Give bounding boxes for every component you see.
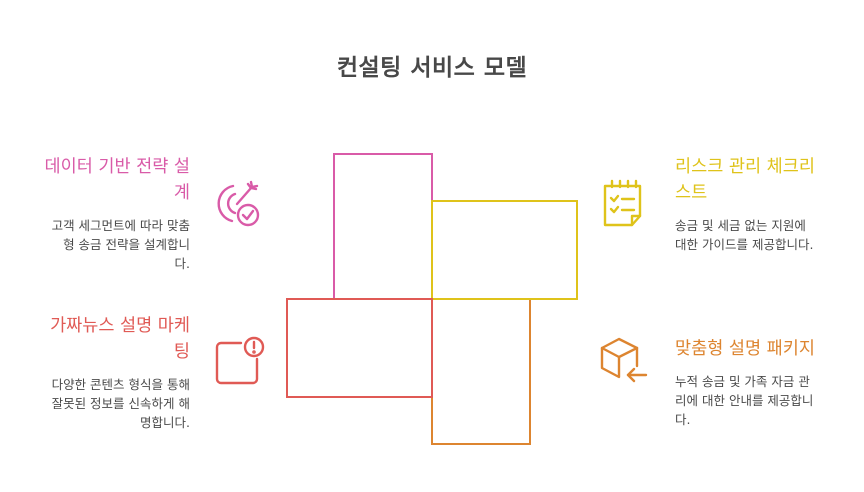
desc-line: 잘못된 정보를 신속하게 해 [51, 396, 190, 411]
item-description: 다양한 콘텐츠 형식을 통해 잘못된 정보를 신속하게 해 명합니다. [10, 375, 190, 432]
desc-line: 송금 및 세금 없는 지원에 [675, 218, 806, 233]
checklist-notepad-icon [598, 178, 650, 230]
diagram-title: 컨설팅 서비스 모델 [336, 55, 528, 81]
target-check-icon [213, 178, 265, 230]
rect-pink-top [333, 153, 433, 300]
desc-line: 누적 송금 및 가족 자금 관 [675, 374, 810, 389]
heading-line: 리스크 관리 체크리 [675, 157, 815, 177]
item-heading: 리스크 관리 체크리 스트 [675, 154, 855, 206]
desc-line: 다양한 콘텐츠 형식을 통해 [51, 377, 190, 392]
desc-line: 대한 가이드를 제공합니다. [675, 237, 814, 252]
rect-orange-bottom [431, 298, 531, 445]
item-heading: 데이터 기반 전략 설 계 [10, 154, 191, 206]
desc-line: 리에 대한 안내를 제공합니 [675, 393, 814, 408]
item-description: 고객 세그먼트에 따라 맞춤 형 송금 전략을 설계합니 다. [10, 216, 190, 273]
item-heading: 가짜뉴스 설명 마케 팅 [10, 313, 190, 365]
rect-yellow-right [431, 200, 578, 300]
desc-line: 명합니다. [140, 415, 190, 430]
item-fake-news-marketing: 가짜뉴스 설명 마케 팅 다양한 콘텐츠 형식을 통해 잘못된 정보를 신속하게… [10, 313, 190, 432]
heading-line: 팅 [173, 342, 190, 362]
item-heading: 맞춤형 설명 패키지 [675, 336, 855, 362]
rect-red-left [286, 298, 433, 398]
heading-line: 스트 [675, 183, 708, 203]
heading-line: 가짜뉴스 설명 마케 [50, 316, 190, 336]
item-description: 누적 송금 및 가족 자금 관 리에 대한 안내를 제공합니 다. [675, 372, 855, 429]
heading-line: 맞춤형 설명 패키지 [675, 339, 815, 359]
heading-line: 데이터 기반 전략 설 [44, 157, 191, 177]
item-data-strategy: 데이터 기반 전략 설 계 고객 세그먼트에 따라 맞춤 형 송금 전략을 설계… [10, 154, 191, 273]
heading-line: 계 [173, 183, 190, 203]
alert-square-icon [213, 333, 265, 385]
item-risk-checklist: 리스크 관리 체크리 스트 송금 및 세금 없는 지원에 대한 가이드를 제공합… [675, 154, 855, 254]
desc-line: 고객 세그먼트에 따라 맞춤 [51, 218, 190, 233]
desc-line: 다. [174, 256, 190, 271]
package-arrow-icon [598, 333, 650, 385]
item-description: 송금 및 세금 없는 지원에 대한 가이드를 제공합니다. [675, 216, 855, 254]
item-custom-package: 맞춤형 설명 패키지 누적 송금 및 가족 자금 관 리에 대한 안내를 제공합… [675, 336, 855, 429]
desc-line: 형 송금 전략을 설계합니 [63, 237, 190, 252]
desc-line: 다. [675, 412, 691, 427]
